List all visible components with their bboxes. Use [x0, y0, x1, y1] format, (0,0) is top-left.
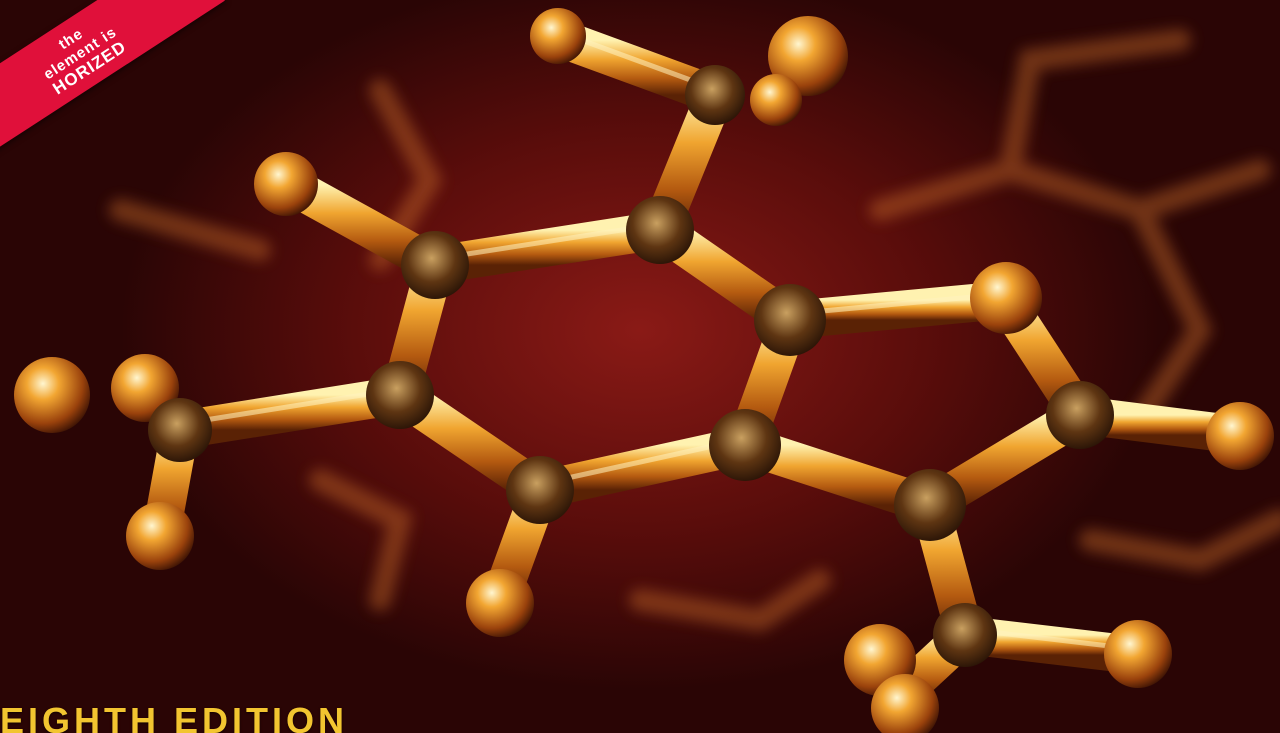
molecule-atoms — [14, 8, 1274, 733]
molecule-junctions — [148, 65, 1114, 667]
edition-label: EIGHTH EDITION — [0, 700, 349, 733]
background-molecules — [109, 29, 1280, 632]
